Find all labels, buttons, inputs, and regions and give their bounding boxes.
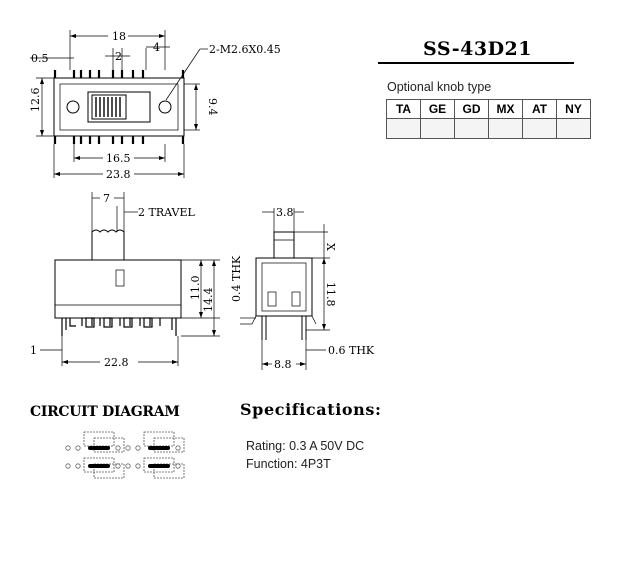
- knob-type-mx: MX: [488, 99, 523, 119]
- knob-type-ny: NY: [556, 99, 591, 119]
- spec-rating: Rating: 0.3 A 50V DC: [246, 439, 365, 453]
- dim-height-b: 14.4: [202, 288, 215, 313]
- dim-overall-pin: 18: [112, 30, 126, 43]
- dim-height: 12.6: [29, 88, 42, 113]
- knob-type-blank-row: [386, 118, 591, 139]
- mounting-hole-right: [158, 100, 172, 114]
- dim-pitch: 2: [115, 50, 122, 63]
- knob-cell: [386, 118, 421, 139]
- dim-pin-span: 8.8: [274, 358, 292, 371]
- dim-end-height: 11.8: [324, 282, 337, 307]
- dim-pin-length: 22.8: [104, 356, 129, 369]
- side-view-knob: [91, 229, 125, 260]
- circuit-diagram: [65, 431, 185, 479]
- dim-bottom-offset: 1: [30, 344, 37, 357]
- circuit-group-right: [125, 431, 185, 479]
- end-view-knob: [273, 231, 295, 259]
- knob-type-table: TA GE GD MX AT NY: [386, 99, 591, 139]
- dim-x: X: [324, 243, 337, 251]
- knob-cell: [420, 118, 455, 139]
- mounting-hole-left: [66, 100, 80, 114]
- dim-end-width: 3.8: [276, 206, 294, 219]
- spec-function: Function: 4P3T: [246, 457, 331, 471]
- model-title: SS-43D21: [423, 38, 532, 60]
- dim-pin-thk: 0.6 THK: [328, 344, 375, 357]
- dim-travel: 2 TRAVEL: [138, 206, 195, 219]
- top-view-body: [53, 77, 185, 137]
- top-view-inner-frame: [59, 83, 179, 131]
- dim-offset: 4: [153, 41, 160, 54]
- specifications-title: Specifications:: [240, 400, 382, 419]
- knob-cell: [556, 118, 591, 139]
- screw-note: 2-M2.6X0.45: [209, 43, 281, 56]
- circuit-diagram-title: CIRCUIT DIAGRAM: [30, 404, 180, 420]
- circuit-group-left: [65, 431, 125, 479]
- end-view-body: [255, 257, 313, 317]
- dim-body-length: 23.8: [106, 168, 131, 181]
- knob-type-label: Optional knob type: [387, 80, 492, 94]
- knob-type-gd: GD: [454, 99, 489, 119]
- side-view-marker: [115, 269, 125, 287]
- dim-knob-width: 7: [103, 192, 110, 205]
- knob-type-header-row: TA GE GD MX AT NY: [386, 99, 591, 119]
- model-title-underline: [378, 62, 574, 64]
- dim-edge: 0.5: [31, 52, 49, 65]
- end-view: 3.8 X 11.8 0.4 THK 8.8 0.6 THK: [230, 206, 375, 371]
- knob-type-ta: TA: [386, 99, 421, 119]
- knob-cell: [454, 118, 489, 139]
- dim-pins-span: 16.5: [106, 152, 131, 165]
- dim-height-a: 11.0: [189, 276, 202, 301]
- knob-cell: [522, 118, 557, 139]
- dim-inner-height: 9.4: [206, 98, 219, 116]
- knob-type-at: AT: [522, 99, 557, 119]
- top-view: 18 2 4 0.5 2-M2.6X0.45 12.6 9.4: [29, 30, 281, 181]
- slider-knob: [91, 94, 127, 120]
- knob-cell: [488, 118, 523, 139]
- side-view-body: [54, 259, 182, 319]
- dim-sheet-thk: 0.4 THK: [230, 255, 243, 302]
- knob-type-ge: GE: [420, 99, 455, 119]
- slider-window: [87, 91, 151, 123]
- side-view: 7 2 TRAVEL 11.0 14.4 1 22.8: [30, 192, 220, 369]
